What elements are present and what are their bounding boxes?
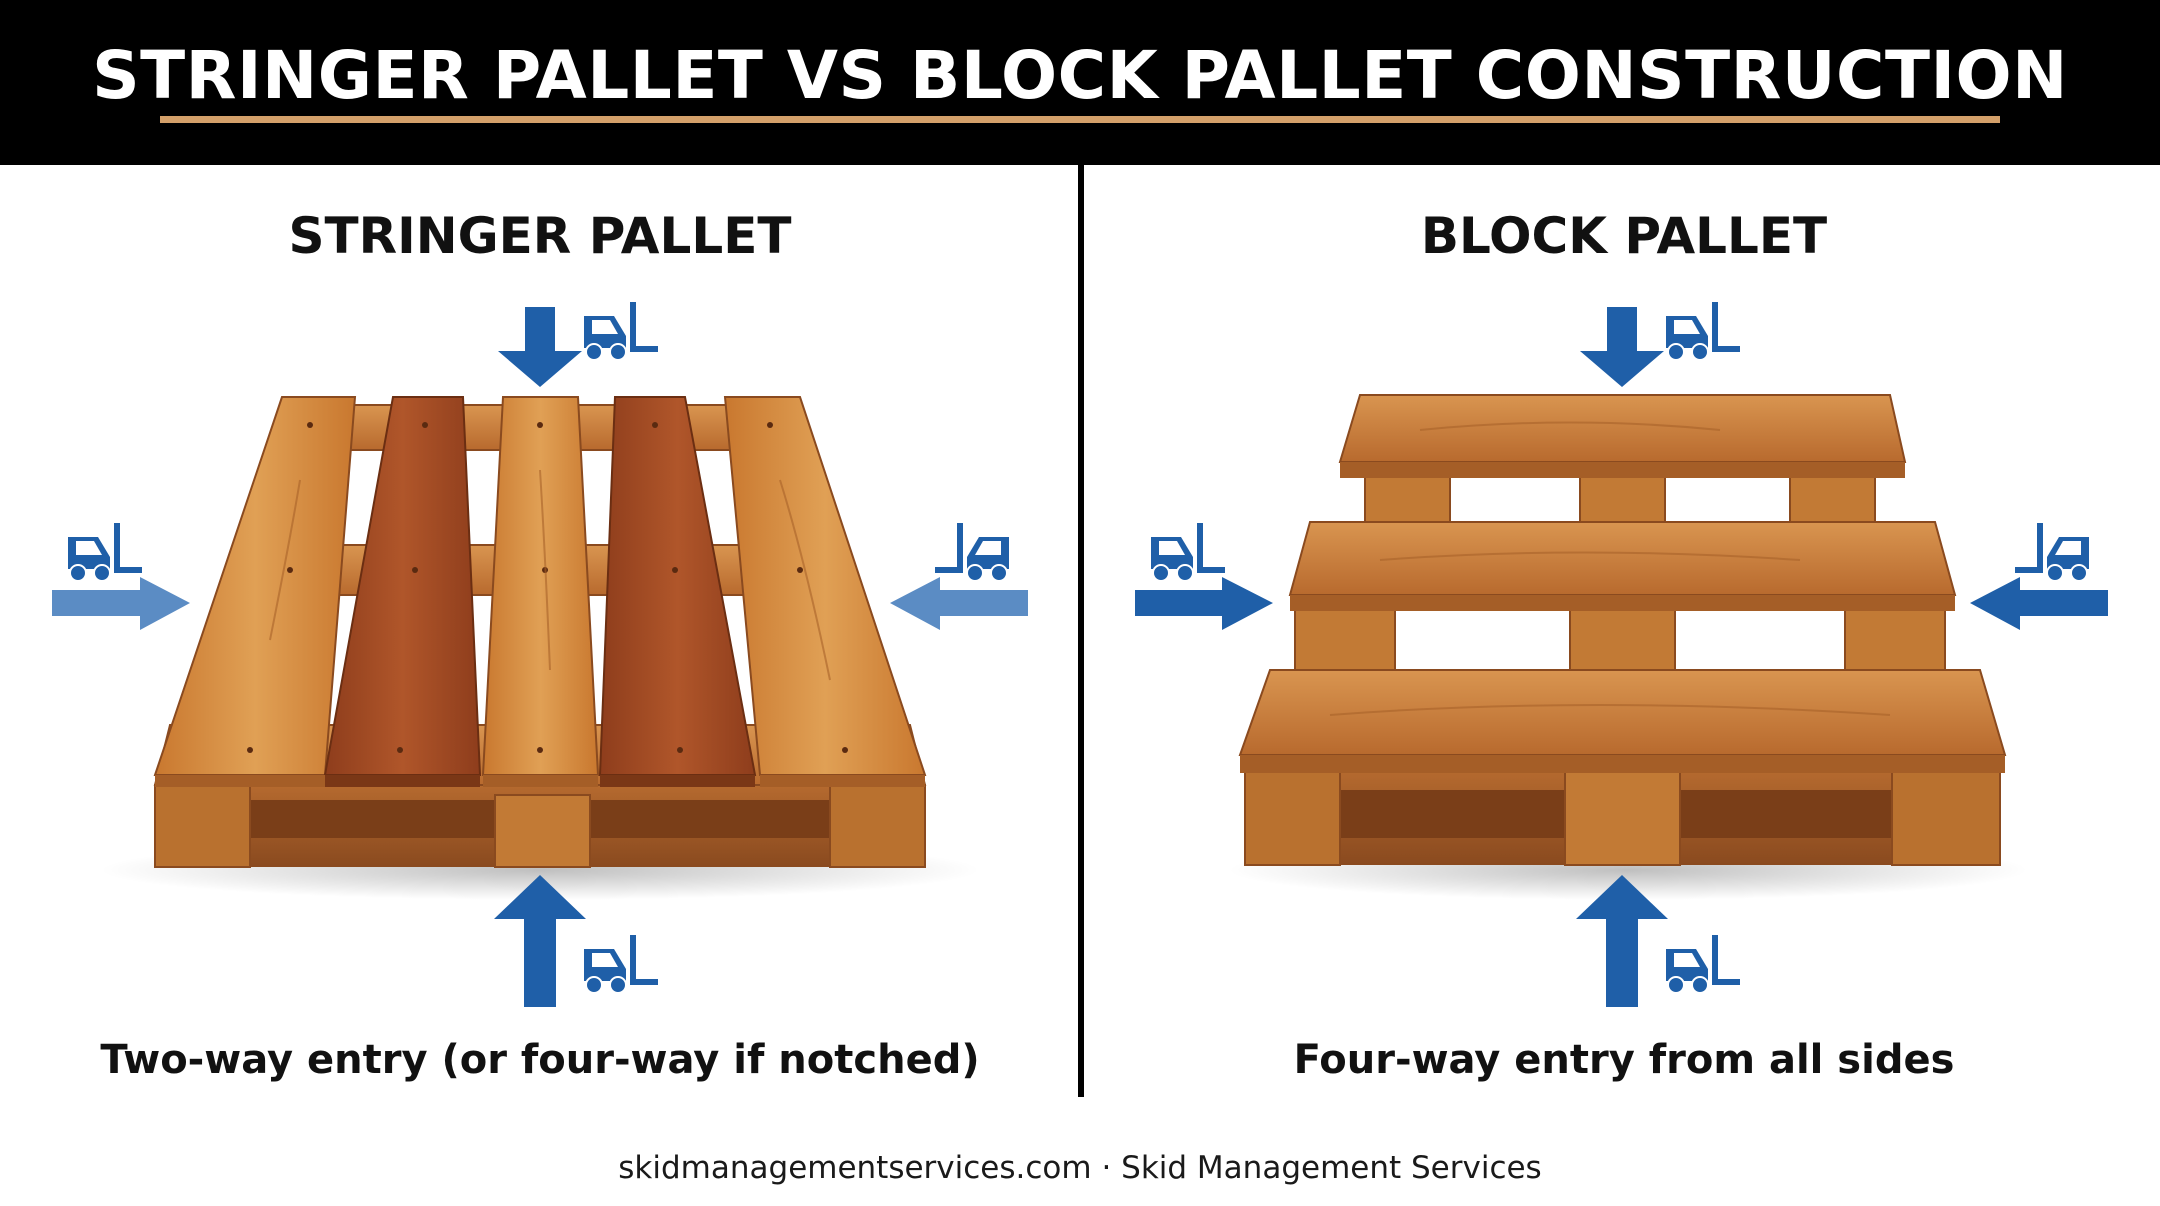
block-pallet-heading: BLOCK PALLET xyxy=(1420,207,1828,265)
stringer-left-entry xyxy=(52,522,190,630)
forklift-icon xyxy=(934,522,1010,582)
forklift-icon xyxy=(1150,522,1226,582)
page-title: STRINGER PALLET VS BLOCK PALLET CONSTRUC… xyxy=(92,37,2068,114)
forklift-icon xyxy=(67,522,143,582)
forklift-icon xyxy=(2014,522,2090,582)
block-right-entry xyxy=(1970,522,2108,630)
forklift-icon xyxy=(1665,934,1741,994)
stringer-pallet-heading: STRINGER PALLET xyxy=(288,207,792,265)
forklift-icon xyxy=(583,934,659,994)
forklift-icon xyxy=(583,301,659,361)
footer-credit: skidmanagementservices.com · Skid Manage… xyxy=(618,1150,1542,1186)
block-pallet-drawing xyxy=(1228,394,2028,900)
block-pallet-caption: Four-way entry from all sides xyxy=(1293,1037,1955,1083)
title-bar xyxy=(0,0,2160,165)
stringer-right-entry xyxy=(890,522,1028,630)
block-top-entry xyxy=(1580,301,1741,387)
block-left-entry xyxy=(1135,522,1273,630)
stringer-pallet-drawing xyxy=(100,396,980,900)
forklift-icon xyxy=(1665,301,1741,361)
stringer-top-entry xyxy=(498,301,659,387)
title-underline xyxy=(160,116,2000,123)
center-divider xyxy=(1078,165,1084,1097)
stringer-pallet-caption: Two-way entry (or four-way if notched) xyxy=(100,1037,980,1083)
